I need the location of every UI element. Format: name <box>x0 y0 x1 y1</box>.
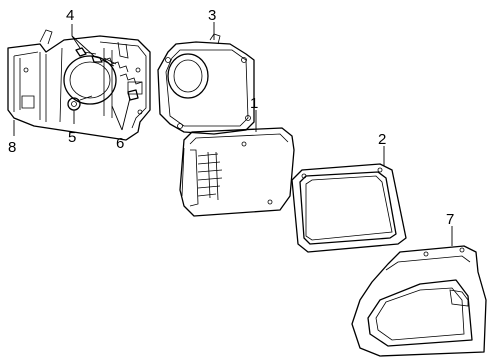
retaining-ring <box>157 33 255 135</box>
headlamp-bezel <box>351 245 487 357</box>
callout-4: 4 <box>66 7 74 24</box>
mounting-bracket <box>7 29 151 141</box>
callout-2: 2 <box>378 131 386 148</box>
leader-lines <box>13 22 453 246</box>
callout-5: 5 <box>68 129 76 146</box>
callout-8: 8 <box>8 139 16 156</box>
callout-1: 1 <box>250 95 258 112</box>
sealed-beam-headlamp <box>179 127 295 217</box>
callout-3: 3 <box>208 7 216 24</box>
headlamp-retainer-frame <box>291 163 407 253</box>
callout-6: 6 <box>116 135 124 152</box>
callout-7: 7 <box>446 211 454 228</box>
retainer-springs <box>103 57 143 101</box>
